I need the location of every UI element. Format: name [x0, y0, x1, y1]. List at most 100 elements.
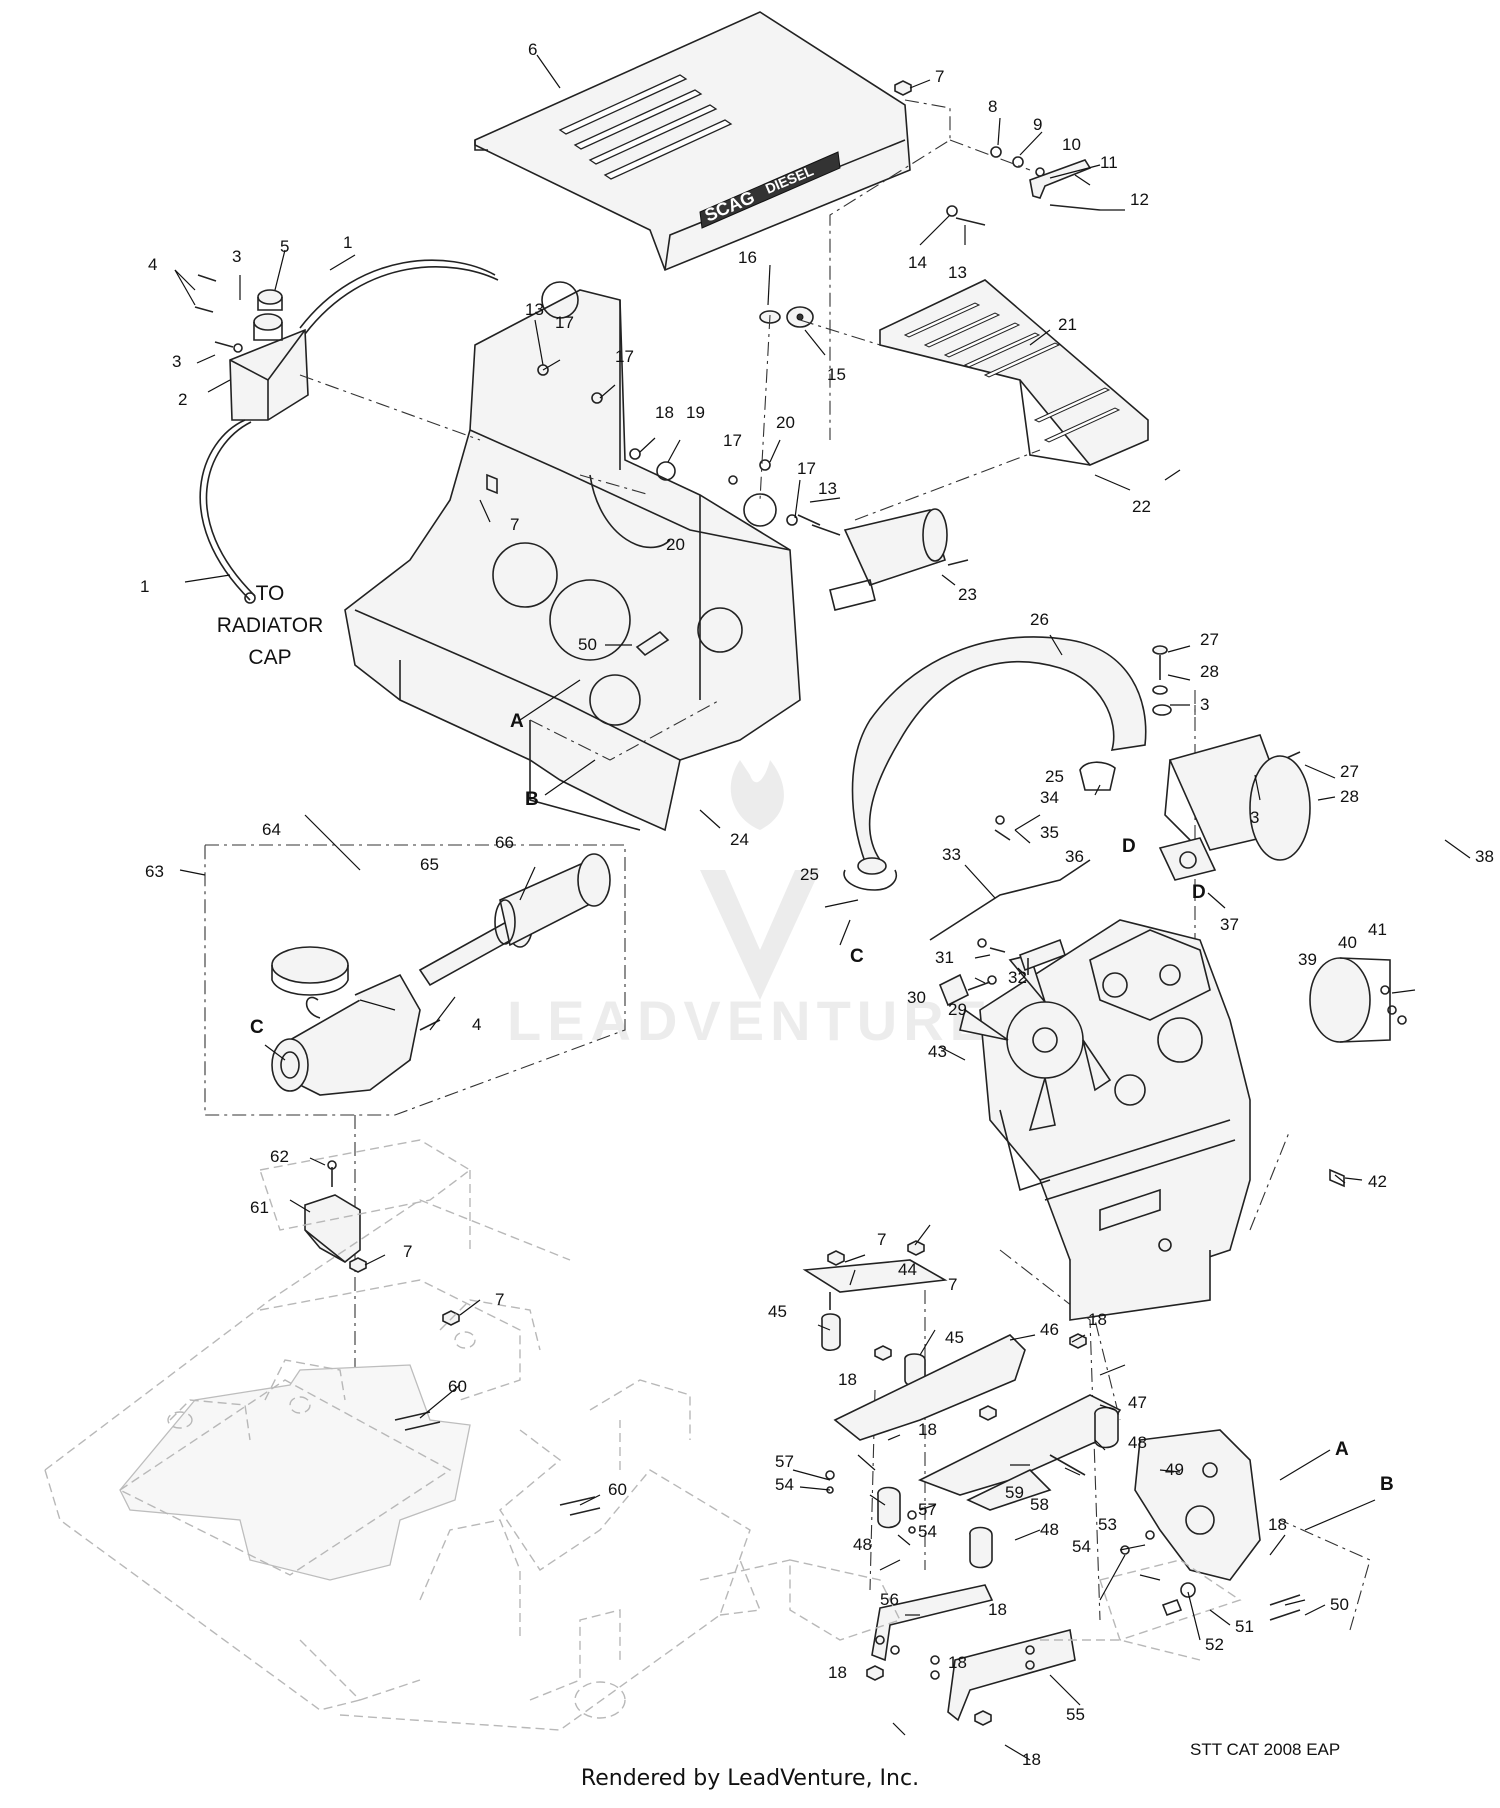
watermark-logo: LEADVENTURE: [507, 760, 993, 1052]
callout-59: 59: [1005, 1483, 1024, 1502]
callout-10: 10: [1062, 135, 1081, 154]
callout-63: 63: [145, 862, 164, 881]
callout-18d: 18: [918, 1420, 937, 1439]
callout-17: 17: [555, 313, 574, 332]
chassis-ghost: [44, 1139, 761, 1731]
callout-48b: 48: [853, 1535, 872, 1554]
callout-29: 29: [948, 1000, 967, 1019]
callout-6: 6: [528, 40, 537, 59]
callout-22: 22: [1132, 497, 1151, 516]
callout-21: 21: [1058, 315, 1077, 334]
callout-60b: 60: [608, 1480, 627, 1499]
callout-28: 28: [1200, 662, 1219, 681]
callout-45b: 45: [945, 1328, 964, 1347]
callout-18e: 18: [1268, 1515, 1287, 1534]
radiator-note: TO RADIATOR CAP: [217, 582, 324, 669]
callout-7: 7: [935, 67, 944, 86]
hood-grommets: [759, 306, 814, 328]
callout-33: 33: [942, 845, 961, 864]
callout-13c: 13: [818, 479, 837, 498]
callout-34: 34: [1040, 788, 1059, 807]
callout-27: 27: [1200, 630, 1219, 649]
callout-57b: 57: [918, 1500, 937, 1519]
air-cleaner-bracket: [304, 1160, 460, 1326]
callout-40: 40: [1338, 933, 1357, 952]
chassis-bolts: [394, 1411, 601, 1516]
reservoir-bolts: [194, 274, 243, 353]
callout-54c: 54: [1072, 1537, 1091, 1556]
callout-37: 37: [1220, 915, 1239, 934]
callout-47: 47: [1128, 1393, 1147, 1412]
callout-26: 26: [1030, 610, 1049, 629]
callout-38: 38: [1475, 847, 1494, 866]
callout-14: 14: [908, 253, 927, 272]
callout-28b: 28: [1340, 787, 1359, 806]
coolant-reservoir: [199, 259, 499, 604]
callout-18f: 18: [988, 1600, 1007, 1619]
ref-letter-a: A: [510, 711, 524, 732]
watermark-text: LEADVENTURE: [507, 989, 993, 1052]
callout-3d: 3: [1250, 808, 1259, 827]
callout-61: 61: [250, 1198, 269, 1217]
reference-letters: A B C C D D A B: [250, 711, 1394, 1495]
ref-letter-c: C: [850, 946, 864, 967]
callout-18b: 18: [1088, 1310, 1107, 1329]
callout-50: 50: [578, 635, 597, 654]
callout-42: 42: [1368, 1172, 1387, 1191]
callout-7f: 7: [948, 1275, 957, 1294]
callout-39: 39: [1298, 950, 1317, 969]
callout-24: 24: [730, 830, 749, 849]
engine-frame: [344, 281, 801, 832]
callout-43: 43: [928, 1042, 947, 1061]
callout-25b: 25: [800, 865, 819, 884]
callout-36: 36: [1065, 847, 1084, 866]
callout-3: 3: [232, 247, 241, 266]
callout-20: 20: [776, 413, 795, 432]
callout-11: 11: [1100, 153, 1118, 172]
callout-44: 44: [898, 1260, 917, 1279]
air-cleaner-group: [204, 844, 626, 1116]
callout-65: 65: [420, 855, 439, 874]
drive-coupler: [829, 508, 969, 611]
callout-27b: 27: [1340, 762, 1359, 781]
callout-31: 31: [935, 948, 954, 967]
ref-letter-c2: C: [250, 1017, 264, 1038]
callout-52: 52: [1205, 1635, 1224, 1654]
callout-54: 54: [775, 1475, 794, 1494]
ref-letter-d2: D: [1192, 882, 1206, 903]
callout-leaders: [174, 54, 1471, 1761]
callout-17c: 17: [723, 431, 742, 450]
callout-2: 2: [178, 390, 187, 409]
callout-1: 1: [343, 233, 352, 252]
callout-32: 32: [1008, 968, 1027, 987]
callout-7c: 7: [403, 1242, 412, 1261]
callout-5: 5: [280, 237, 289, 256]
callout-17b: 17: [615, 347, 634, 366]
radiator-note-line-1: TO: [256, 582, 285, 605]
callout-45: 45: [768, 1302, 787, 1321]
callout-18i: 18: [1022, 1750, 1041, 1769]
callout-15: 15: [827, 365, 846, 384]
callout-3c: 3: [1200, 695, 1209, 714]
callout-18g: 18: [948, 1653, 967, 1672]
callout-20b: 20: [666, 535, 685, 554]
callout-9: 9: [1033, 115, 1042, 134]
callout-53: 53: [1098, 1515, 1117, 1534]
callout-7b: 7: [510, 515, 519, 534]
callout-64: 64: [262, 820, 281, 839]
callout-49: 49: [1165, 1460, 1184, 1479]
callout-46: 46: [1040, 1320, 1059, 1339]
radiator-note-line-2: RADIATOR: [217, 614, 324, 637]
callout-57: 57: [775, 1452, 794, 1471]
callout-18h: 18: [828, 1663, 847, 1682]
radiator-hose: [843, 636, 1147, 891]
ref-letter-b: B: [525, 789, 539, 810]
callout-66: 66: [495, 833, 514, 852]
callout-17d: 17: [797, 459, 816, 478]
catalog-code: STT CAT 2008 EAP: [1190, 1740, 1341, 1759]
ref-letter-a2: A: [1335, 1439, 1349, 1460]
callout-12: 12: [1130, 190, 1149, 209]
callout-8: 8: [988, 97, 997, 116]
callout-55: 55: [1066, 1705, 1085, 1724]
